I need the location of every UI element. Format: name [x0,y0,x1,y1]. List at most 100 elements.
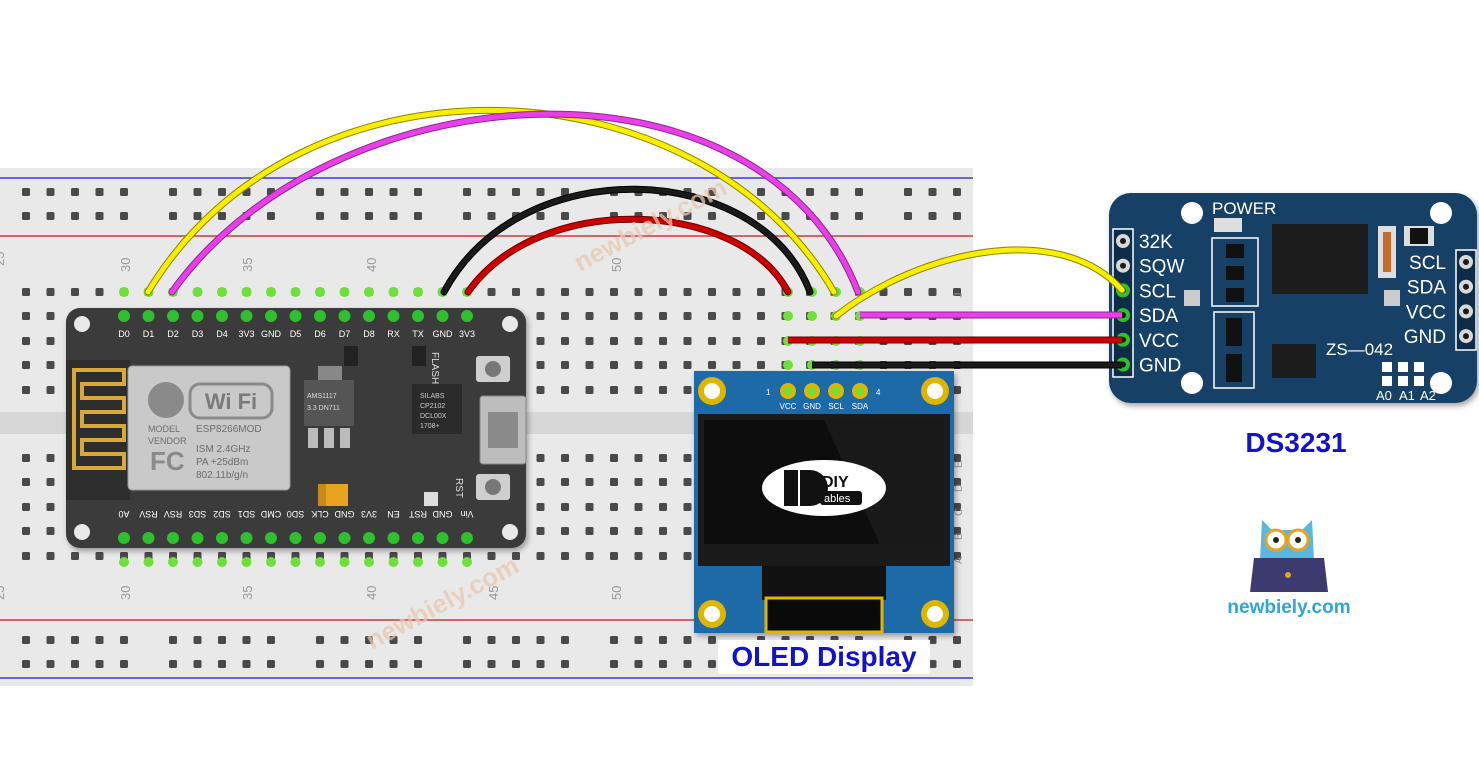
module-name: ESP8266MOD [196,424,262,435]
esp-pin-gnd [436,532,449,544]
breadboard-hole [757,288,765,296]
breadboard-hole [169,636,177,644]
breadboard-hole [659,503,667,511]
breadboard-hole [953,386,961,394]
newbiely-logo: newbiely.com [1227,520,1351,618]
oled-ribbon [762,566,886,600]
breadboard-hole [610,312,618,320]
breadboard-hole [46,337,55,345]
breadboard-hole [561,312,569,320]
breadboard-hole [561,660,569,668]
breadboard-hole [561,636,569,644]
connected-hole [413,557,423,567]
breadboard-hole [414,188,422,196]
mount-hole-center [704,383,720,399]
oled-caption-bg [718,640,930,674]
breadboard-hole [22,503,30,511]
test-pad [1184,290,1200,306]
esp-pin-rsv [142,532,155,544]
addr-pad [1382,376,1392,386]
esp-pin-gnd [265,310,277,322]
connected-hole [364,287,374,297]
flash-label: FLASH [429,352,440,384]
breadboard-hole [634,386,643,394]
breadboard-hole [95,660,104,668]
connected-hole [241,557,252,567]
regulator-pin [308,428,318,448]
pin-number: 4 [876,388,881,397]
breadboard-hole [659,454,667,462]
breadboard-hole [830,188,839,196]
connected-hole [462,557,472,567]
breadboard-hole [120,660,128,668]
mount-hole [502,316,518,332]
breadboard-hole [806,188,814,196]
oled-pin-hole [856,387,864,395]
row-letters: J E D C B A [953,293,965,565]
breadboard-hole [732,361,741,369]
breadboard-hole [218,212,226,220]
breadboard-hole [365,660,373,668]
breadboard-hole [953,636,961,644]
breadboard-hole [536,337,545,345]
breadboard-hole [561,552,569,560]
model-label: ZS—042 [1326,340,1393,359]
breadboard-hole [487,552,496,560]
breadboard-hole [781,212,790,220]
reset-button-cap[interactable] [485,479,501,495]
esp-pin-3v3 [240,310,253,322]
breadboard-hole [95,288,104,296]
connected-hole [168,557,178,567]
regulator-pin [324,428,334,448]
esp-pin-rx [387,310,400,322]
breadboard-hole [757,361,765,369]
breadboard-hole [242,660,251,668]
rtc-pin-label: SCL [1139,281,1176,302]
breadboard-hole [683,288,692,296]
rtc-pin-label: SQW [1139,257,1184,278]
breadboard-hole [169,660,177,668]
pin-label: GND [261,329,282,339]
pin-label: A0 [118,509,129,519]
breadboard-hole [904,288,912,296]
connected-hole [241,287,252,297]
connected-hole [339,287,350,297]
connected-hole [143,557,154,567]
oled-caption: OLED Display [731,641,917,672]
breadboard-hole [316,660,324,668]
connected-hole [783,360,793,370]
breadboard-hole [585,337,594,345]
breadboard-hole [659,552,667,560]
breadboard-hole [610,478,618,486]
breadboard-hole [585,312,594,320]
breadboard-hole [512,660,520,668]
logo-text: DIY [822,474,849,491]
esp-pin-d8 [363,310,375,322]
breadboard-hole [22,337,30,345]
crystal-body [1383,232,1391,272]
breadboard-hole [71,288,79,296]
breadboard-hole [316,212,324,220]
breadboard-hole [22,188,30,196]
breadboard-hole [218,660,226,668]
brand-text: newbiely.com [1227,597,1350,618]
oled-pin-label: SCL [828,402,844,411]
breadboard-hole [561,361,569,369]
logo-text: ables [824,493,851,505]
esp-pin-d6 [314,310,326,322]
laptop-logo-icon [1285,572,1291,578]
mount-hole [74,524,90,540]
breadboard-hole [487,212,496,220]
regulator-pin [340,428,350,448]
breadboard-hole [830,212,839,220]
breadboard-hole [71,188,79,196]
breadboard-hole [414,212,422,220]
rtc-pin-hole [1463,308,1469,315]
mount-hole [1430,202,1452,224]
flash-button-cap[interactable] [485,361,501,377]
breadboard-hole [634,660,643,668]
row-letter: D [953,484,965,492]
ds3231-chip [1272,224,1368,294]
